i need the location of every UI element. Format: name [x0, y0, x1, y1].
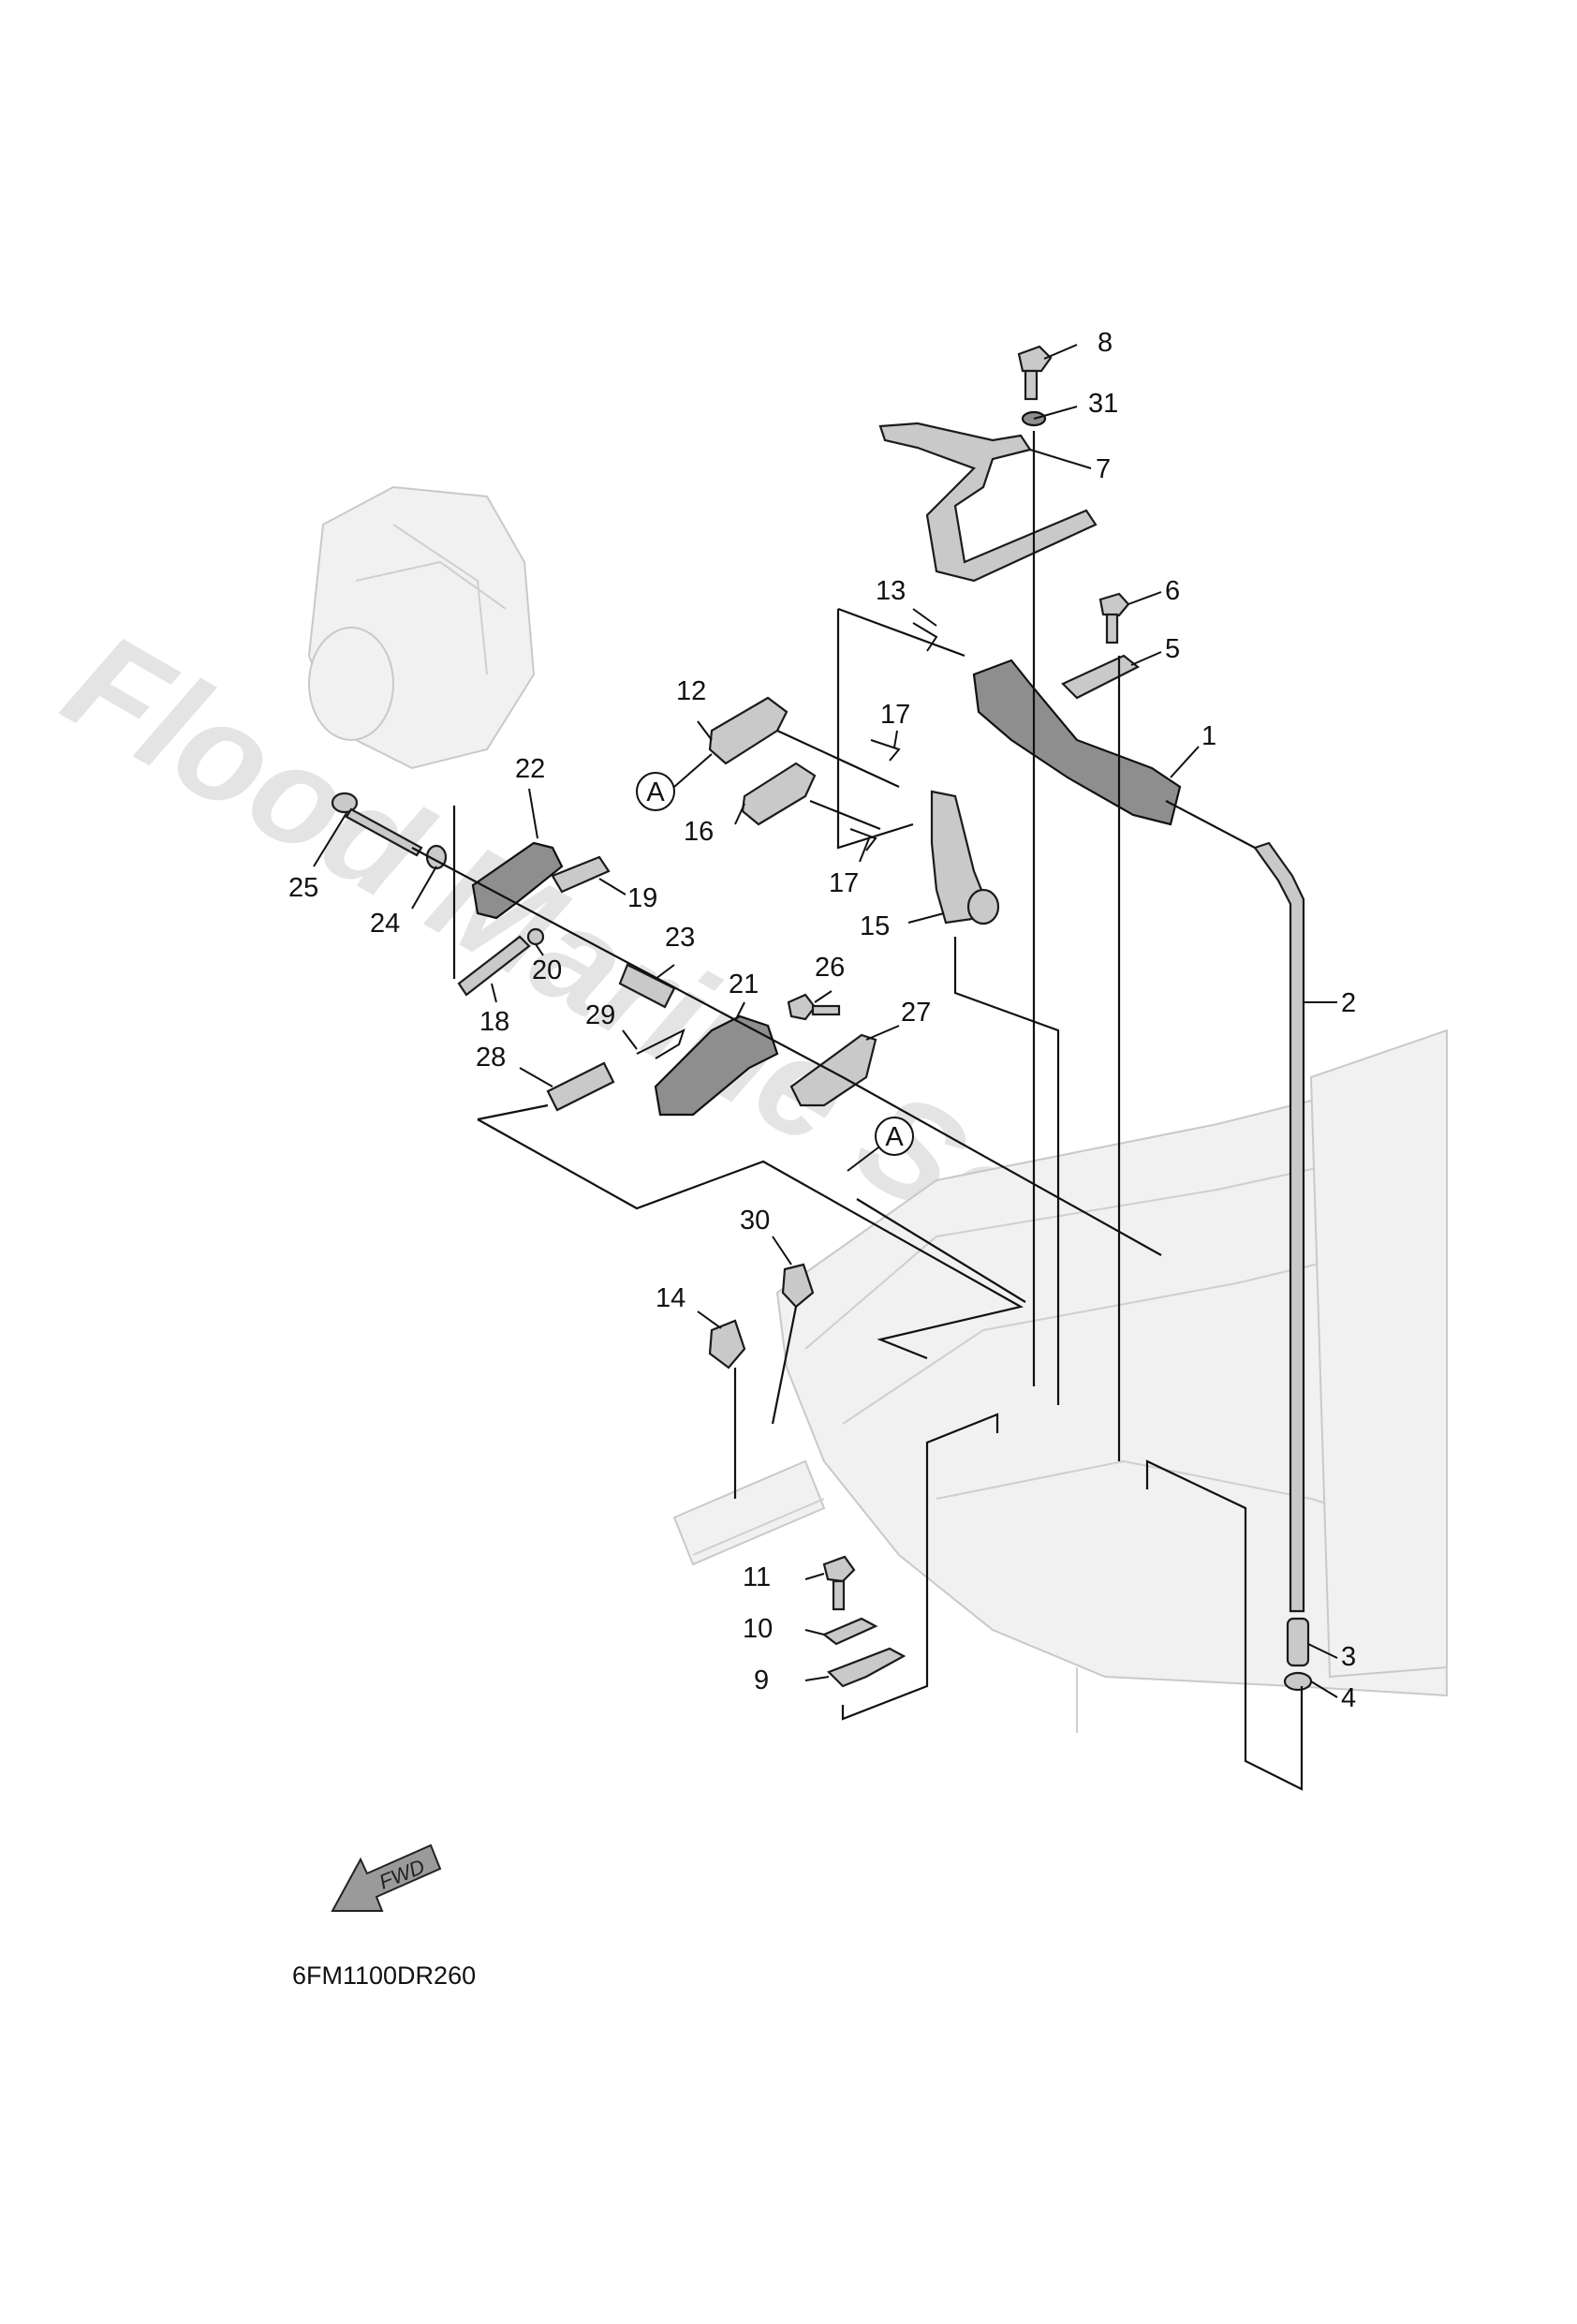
callout-6: 6 — [1165, 576, 1180, 606]
svg-text:A: A — [646, 777, 665, 807]
bottom-cowling-ghost — [672, 1029, 1449, 1733]
reference-marker-upper: A — [636, 753, 713, 811]
callout-19: 19 — [627, 883, 657, 913]
callout-31: 31 — [1088, 389, 1118, 419]
svg-text:A: A — [885, 1122, 904, 1152]
callout-20: 20 — [532, 955, 562, 985]
part-16-joint — [741, 762, 817, 826]
callout-30: 30 — [740, 1206, 770, 1236]
diagram-code: 6FM1100DR260 — [292, 1961, 476, 1990]
callout-7: 7 — [1096, 454, 1111, 484]
part-29-pin — [636, 1029, 685, 1059]
part-10-plate — [821, 1617, 878, 1646]
part-21-lever — [654, 1014, 779, 1117]
part-11-bolt — [822, 1555, 856, 1611]
part-17-clip-lower — [849, 828, 877, 851]
callout-22: 22 — [515, 754, 545, 784]
callout-16: 16 — [684, 817, 714, 847]
callout-29: 29 — [585, 1000, 615, 1030]
part-20-ring — [526, 927, 545, 946]
callout-1: 1 — [1201, 721, 1216, 751]
part-30-clamp — [781, 1263, 815, 1309]
callout-8: 8 — [1098, 328, 1113, 358]
callout-17-lower: 17 — [829, 868, 859, 898]
assembly-guides — [411, 431, 1304, 1791]
callout-10: 10 — [743, 1614, 773, 1644]
callout-4: 4 — [1341, 1683, 1356, 1713]
callout-12: 12 — [676, 676, 706, 706]
part-18-rod — [457, 935, 531, 997]
part-5-plate — [1061, 654, 1141, 700]
part-4-washer — [1283, 1671, 1313, 1692]
part-17-clip-upper — [870, 739, 901, 762]
part-22-bracket — [471, 841, 564, 920]
part-28-spring — [546, 1061, 615, 1112]
callout-15: 15 — [860, 911, 890, 941]
callout-17-upper: 17 — [880, 700, 910, 730]
callout-28: 28 — [476, 1043, 506, 1073]
part-7-bracket — [878, 422, 1098, 583]
part-9-plate — [827, 1647, 906, 1688]
part-12-joint — [708, 696, 788, 765]
callout-labels: 1 2 3 4 5 6 7 8 9 10 11 12 13 14 15 16 1… — [288, 328, 1356, 1713]
part-3-collar — [1286, 1617, 1310, 1667]
fwd-arrow-icon: FWD — [331, 1843, 442, 1912]
carburetor-ghost — [307, 485, 536, 770]
callout-2: 2 — [1341, 988, 1356, 1018]
callout-25: 25 — [288, 873, 318, 903]
part-23-collar — [618, 963, 676, 1009]
callout-13: 13 — [876, 576, 906, 606]
part-27-bracket — [789, 1033, 877, 1107]
callout-14: 14 — [656, 1283, 685, 1313]
callout-9: 9 — [754, 1665, 769, 1695]
reference-marker-lower: A — [847, 1117, 914, 1172]
part-8-bolt — [1017, 345, 1053, 401]
part-25-bolt — [331, 792, 423, 857]
callout-5: 5 — [1165, 634, 1180, 664]
part-6-bolt — [1098, 592, 1130, 644]
part-13-clip — [912, 622, 938, 652]
callout-11: 11 — [743, 1562, 771, 1592]
callout-26: 26 — [815, 953, 845, 983]
part-2-shift-rod — [1253, 841, 1305, 1613]
callout-21: 21 — [729, 970, 759, 999]
callout-18: 18 — [479, 1007, 509, 1037]
callout-3: 3 — [1341, 1642, 1356, 1672]
callout-27: 27 — [901, 998, 931, 1028]
part-14-clamp — [708, 1319, 746, 1369]
callout-24: 24 — [370, 909, 400, 939]
callout-23: 23 — [665, 923, 695, 953]
part-26-bolt — [787, 993, 841, 1021]
part-19-spring — [551, 855, 611, 894]
leader-lines — [313, 344, 1338, 1698]
